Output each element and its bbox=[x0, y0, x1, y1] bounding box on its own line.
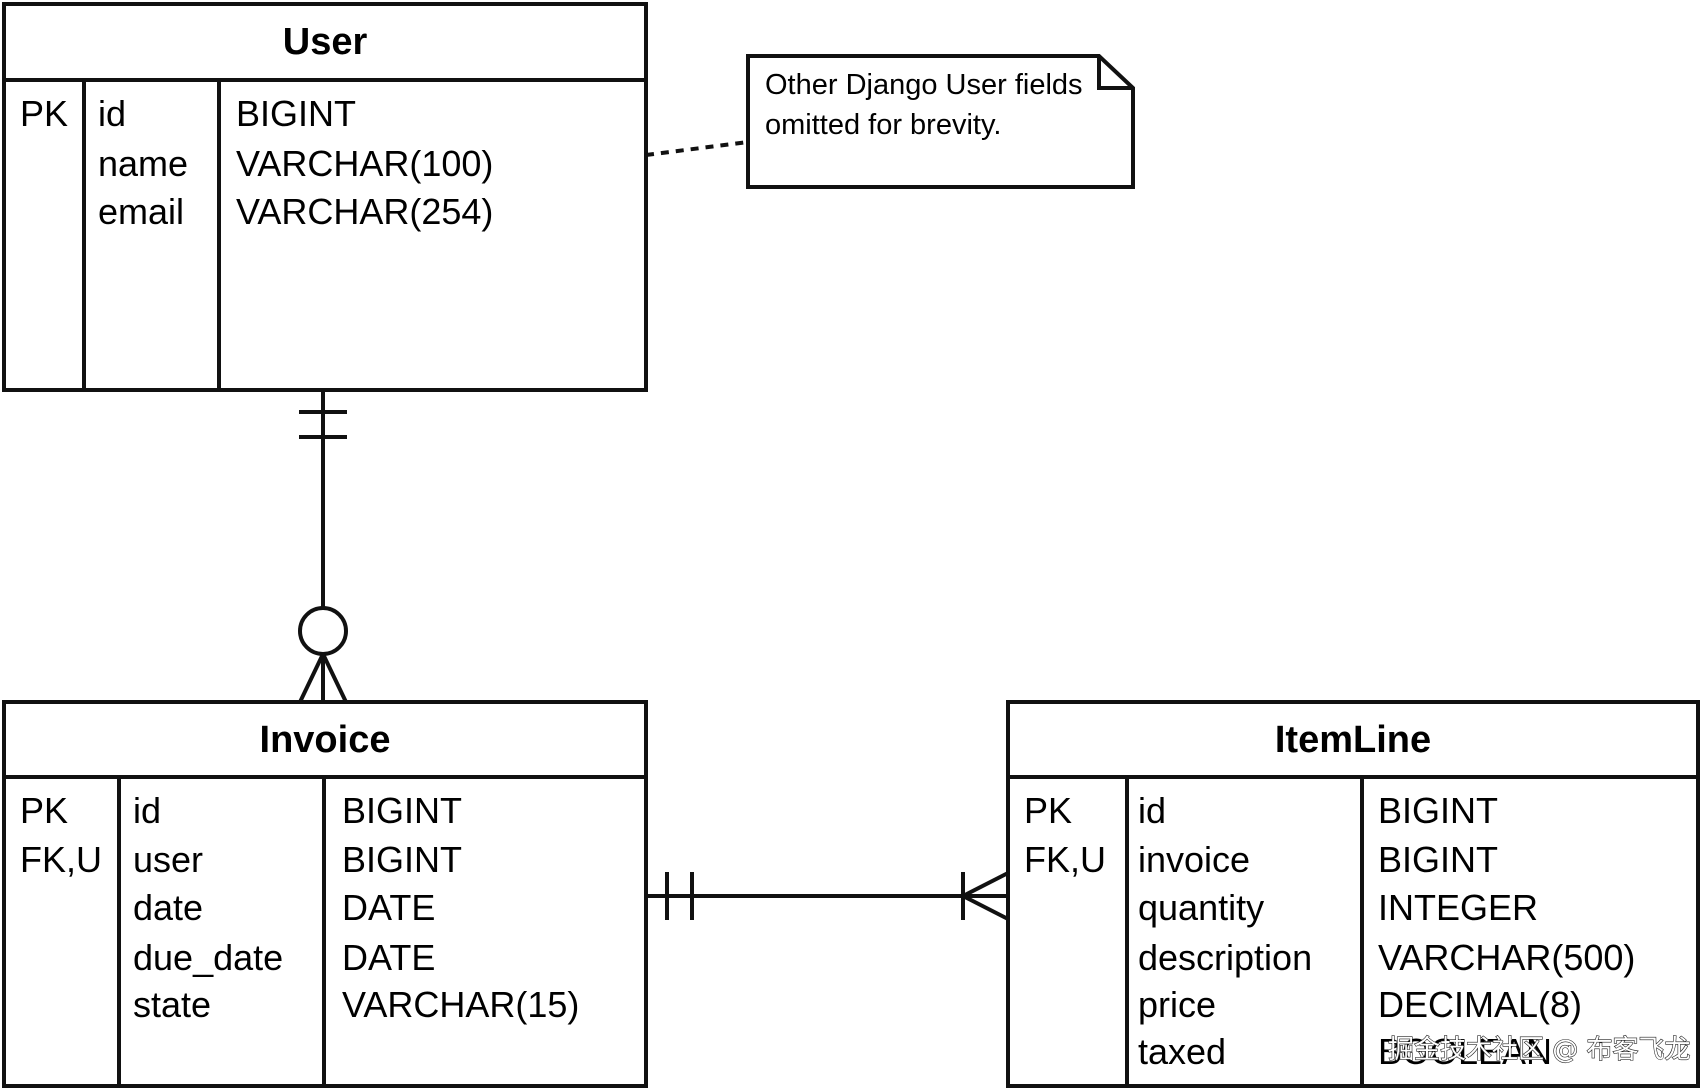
itemline-field-quantity: quantity bbox=[1138, 887, 1264, 928]
itemline-type-invoice: BIGINT bbox=[1378, 839, 1498, 880]
user-type-email: VARCHAR(254) bbox=[236, 191, 493, 232]
crowfoot-lower bbox=[962, 894, 1009, 921]
itemline-type-id: BIGINT bbox=[1378, 790, 1498, 831]
itemline-table-frame bbox=[1006, 700, 1700, 1088]
itemline-key-1: FK,U bbox=[1024, 839, 1106, 880]
invoice-field-state: state bbox=[133, 984, 211, 1025]
itemline-field-id: id bbox=[1138, 790, 1166, 831]
itemline-table-title: ItemLine bbox=[1275, 719, 1431, 761]
user-invoice-relationship bbox=[298, 390, 348, 703]
note-shape bbox=[746, 54, 1135, 189]
itemline-field-taxed: taxed bbox=[1138, 1031, 1226, 1072]
itemline-type-taxed: BOOLEAN bbox=[1378, 1031, 1552, 1072]
note-line-2: omitted for brevity. bbox=[765, 109, 1001, 141]
note-connector-dashed bbox=[645, 140, 749, 157]
invoice-type-id: BIGINT bbox=[342, 790, 462, 831]
user-field-email: email bbox=[98, 191, 184, 232]
invoice-type-state: VARCHAR(15) bbox=[342, 984, 579, 1025]
user-type-name: VARCHAR(100) bbox=[236, 143, 493, 184]
invoice-key-0: PK bbox=[20, 790, 68, 831]
user-key-0: PK bbox=[20, 93, 68, 134]
itemline-field-invoice: invoice bbox=[1138, 839, 1250, 880]
watermark: 掘金技术社区 @ 布客飞龙 bbox=[1388, 1035, 1691, 1065]
invoice-field-id: id bbox=[133, 790, 161, 831]
invoice-type-date: DATE bbox=[342, 887, 435, 928]
user-field-id: id bbox=[98, 93, 126, 134]
itemline-key-0: PK bbox=[1024, 790, 1072, 831]
crowfoot-left bbox=[298, 653, 325, 703]
user-table-title: User bbox=[283, 21, 368, 63]
user-table: User PK id name email BIGINT VARCHAR(100… bbox=[2, 2, 648, 392]
itemline-type-quantity: INTEGER bbox=[1378, 887, 1538, 928]
itemline-type-description: VARCHAR(500) bbox=[1378, 937, 1635, 978]
invoice-type-user: BIGINT bbox=[342, 839, 462, 880]
zero-circle bbox=[298, 606, 348, 656]
invoice-field-date: date bbox=[133, 887, 203, 928]
user-type-id: BIGINT bbox=[236, 93, 356, 134]
user-field-name: name bbox=[98, 143, 188, 184]
invoice-field-user: user bbox=[133, 839, 203, 880]
crowfoot-upper bbox=[962, 871, 1009, 898]
itemline-table: ItemLine PK FK,U id invoice quantity des… bbox=[1006, 700, 1700, 1088]
invoice-table-title: Invoice bbox=[260, 719, 391, 761]
itemline-type-price: DECIMAL(8) bbox=[1378, 984, 1582, 1025]
brevity-note: Other Django User fields omitted for bre… bbox=[746, 54, 1135, 189]
itemline-field-description: description bbox=[1138, 937, 1312, 978]
itemline-field-price: price bbox=[1138, 984, 1216, 1025]
note-line-1: Other Django User fields bbox=[765, 69, 1083, 101]
invoice-itemline-relationship bbox=[646, 871, 1009, 921]
invoice-field-due-date: due_date bbox=[133, 937, 283, 978]
invoice-type-due-date: DATE bbox=[342, 937, 435, 978]
invoice-key-1: FK,U bbox=[20, 839, 102, 880]
crowfoot-right bbox=[321, 653, 348, 703]
user-table-frame bbox=[2, 2, 648, 392]
note-folded-corner bbox=[1097, 56, 1133, 90]
invoice-table: Invoice PK FK,U id user date due_date st… bbox=[2, 700, 648, 1088]
